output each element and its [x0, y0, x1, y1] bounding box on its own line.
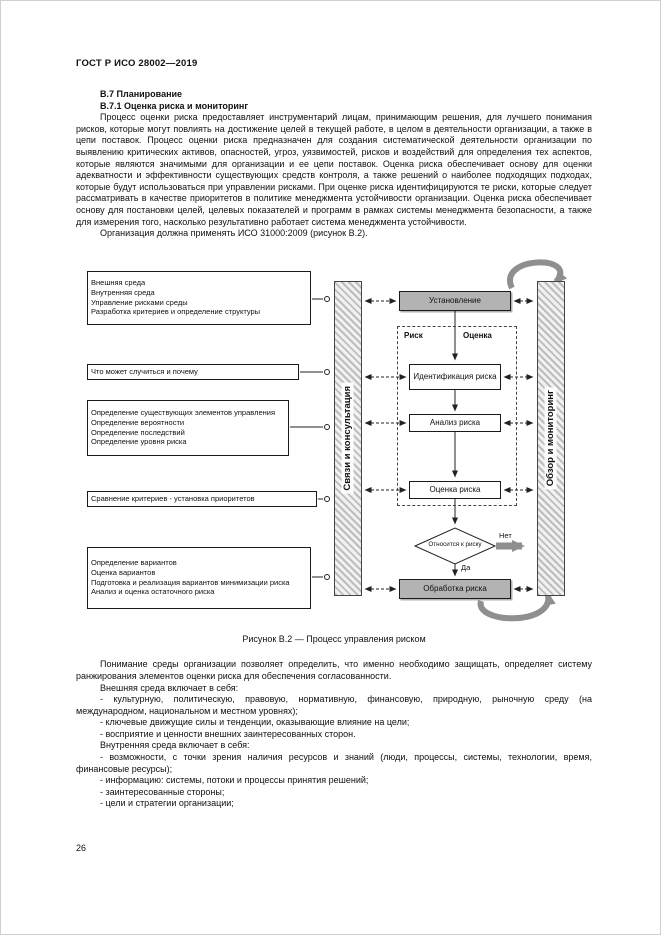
- callout-lines: [290, 295, 330, 580]
- page-number: 26: [76, 843, 87, 853]
- analysis-steps-text: Определение существующих элементов управ…: [91, 408, 276, 447]
- criteria-comparison-text: Сравнение критериев - установка приорите…: [91, 493, 255, 503]
- subsection-heading: В.7.1 Оценка риска и мониторинг: [100, 100, 249, 111]
- decision-label: Относится к риску: [428, 540, 482, 548]
- establish-context-box: Установление: [399, 290, 511, 311]
- body-paragraph: Организация должна применять ИСО 31000:2…: [100, 228, 368, 239]
- assessment-label: Оценка: [463, 330, 492, 340]
- context-box-text: Внешняя среда Внутренняя среда Управлени…: [91, 278, 261, 317]
- treatment-options-box: Определение вариантов Оценка вариантов П…: [87, 546, 311, 609]
- what-can-happen-text: Что может случиться и почему: [91, 366, 198, 376]
- yes-label: Да: [461, 562, 471, 572]
- figure-risk-management-process: Внешняя среда Внутренняя среда Управлени…: [82, 254, 587, 626]
- figure-caption: Рисунок В.2 — Процесс управления риском: [242, 633, 426, 644]
- risk-evaluation-box: Оценка риска: [409, 480, 501, 499]
- body-paragraph: Понимание среды организации позволяет оп…: [76, 659, 592, 681]
- assessment-dashed-frame: [397, 325, 517, 506]
- list-item: - информацию: системы, потоки и процессы…: [100, 775, 369, 786]
- what-can-happen-box: Что может случиться и почему: [87, 363, 299, 380]
- analysis-steps-box: Определение существующих элементов управ…: [87, 399, 289, 456]
- list-item: - возможности, с точки зрения наличия ре…: [76, 752, 592, 774]
- communication-consultation-bar: Связи и консультация: [334, 280, 362, 596]
- consultation-monitoring-links: [364, 297, 534, 592]
- communication-consultation-label: Связи и консультация: [342, 382, 354, 494]
- risk-analysis-box: Анализ риска: [409, 413, 501, 432]
- figure-connectors: [290, 259, 568, 621]
- external-environment-heading: Внешняя среда включает в себя:: [100, 682, 239, 693]
- treatment-options-text: Определение вариантов Оценка вариантов П…: [91, 558, 290, 597]
- internal-environment-heading: Внутренняя среда включает в себя:: [100, 740, 250, 751]
- monitoring-review-bar: Обзор и мониторинг: [537, 280, 565, 596]
- document-content: В.7 Планирование В.7.1 Оценка риска и мо…: [76, 89, 592, 810]
- list-item: - цели и стратегии организации;: [100, 798, 234, 809]
- no-label: Нет: [499, 530, 512, 540]
- risk-treatment-box: Обработка риска: [399, 578, 511, 599]
- list-item: - заинтересованные стороны;: [100, 786, 225, 797]
- document-header: ГОСТ Р ИСО 28002—2019: [76, 58, 198, 69]
- monitoring-review-label: Обзор и мониторинг: [545, 387, 557, 490]
- risk-identification-box: Идентификация риска: [409, 363, 501, 390]
- decision-diamond: [413, 527, 497, 565]
- body-paragraph: Процесс оценки риска предоставляет инстр…: [76, 112, 592, 227]
- loop-arrows: [477, 259, 568, 621]
- risk-label: Риск: [404, 330, 423, 340]
- list-item: - ключевые движущие силы и тенденции, ок…: [100, 717, 410, 728]
- context-box: Внешняя среда Внутренняя среда Управлени…: [87, 270, 311, 325]
- list-item: - культурную, политическую, правовую, но…: [76, 694, 592, 716]
- section-heading: В.7 Планирование: [100, 89, 183, 99]
- list-item: - восприятие и ценности внешних заинтере…: [100, 728, 356, 739]
- criteria-comparison-box: Сравнение критериев - установка приорите…: [87, 490, 317, 507]
